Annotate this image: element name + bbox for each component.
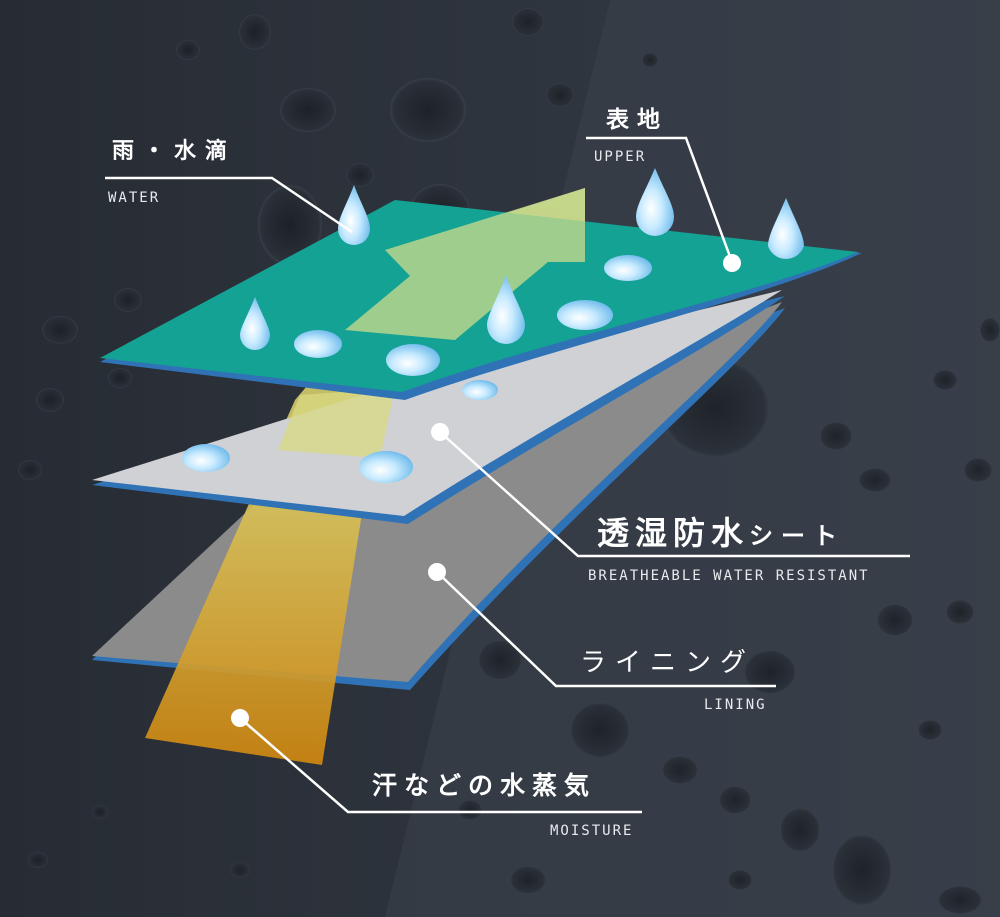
vapor-arrow-through-membrane — [278, 388, 395, 458]
upper-label-jp: 表地 — [606, 107, 668, 133]
lining-label-jp: ライニング — [580, 648, 756, 678]
membrane-label-main: 透湿防水 — [597, 514, 750, 552]
water-droplet-icon-group — [182, 168, 804, 483]
callout-lines — [105, 136, 910, 814]
vapor-arrow-head — [345, 188, 585, 340]
water-label-en: WATER — [108, 190, 161, 206]
moisture-label-en: MOISTURE — [550, 823, 634, 839]
background-light-panel — [385, 0, 1000, 917]
upper-label-en: UPPER — [594, 149, 647, 165]
moisture-label-jp: 汗などの水蒸気 — [372, 771, 597, 800]
membrane-layer — [92, 290, 785, 524]
membrane-label-sub: シート — [749, 522, 846, 550]
callout-dot-icon — [231, 254, 741, 727]
lining-label-en: LINING — [704, 697, 767, 713]
water-label-jp: 雨・水滴 — [112, 139, 237, 164]
membrane-label-en: BREATHEABLE WATER RESISTANT — [588, 568, 870, 584]
membrane-label-jp: 透湿防水シート — [597, 508, 845, 554]
